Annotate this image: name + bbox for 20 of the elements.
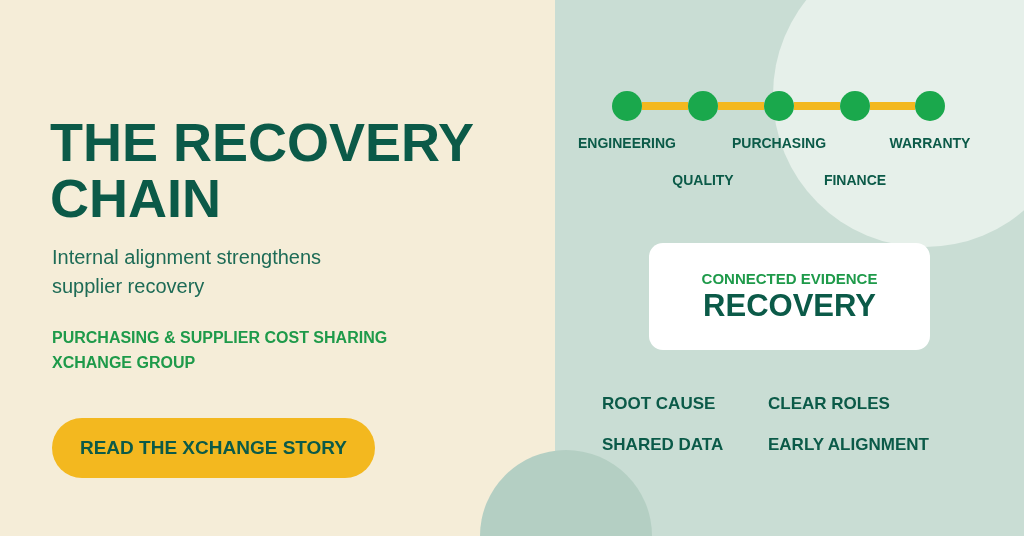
connector-line bbox=[718, 102, 764, 110]
connector-line bbox=[642, 102, 688, 110]
connector-line bbox=[794, 102, 840, 110]
cta-button: READ THE XCHANGE STORY bbox=[52, 418, 375, 478]
stage-label: ENGINEERING bbox=[577, 135, 677, 151]
keyword: SHARED DATA bbox=[602, 435, 724, 455]
stage-label: PURCHASING bbox=[730, 135, 828, 151]
keyword: EARLY ALIGNMENT bbox=[768, 435, 929, 455]
card-title: RECOVERY bbox=[702, 288, 877, 324]
result-card bbox=[649, 243, 930, 350]
title: THE RECOVERY CHAIN bbox=[50, 114, 475, 226]
stage-label: QUALITY bbox=[671, 172, 735, 188]
keyword: CLEAR ROLES bbox=[768, 394, 890, 414]
subtitle: Internal alignment strengthens supplier recovery bbox=[52, 245, 323, 299]
connector-line bbox=[870, 102, 915, 110]
keyword: ROOT CAUSE bbox=[602, 394, 716, 414]
stage-label: FINANCE bbox=[822, 172, 888, 188]
card-heading: CONNECTED EVIDENCE bbox=[700, 270, 879, 287]
group-name: PURCHASING & SUPPLIER COST SHARING XCHANGE GROUP bbox=[52, 328, 389, 373]
stage-label: WARRANTY bbox=[888, 135, 972, 151]
